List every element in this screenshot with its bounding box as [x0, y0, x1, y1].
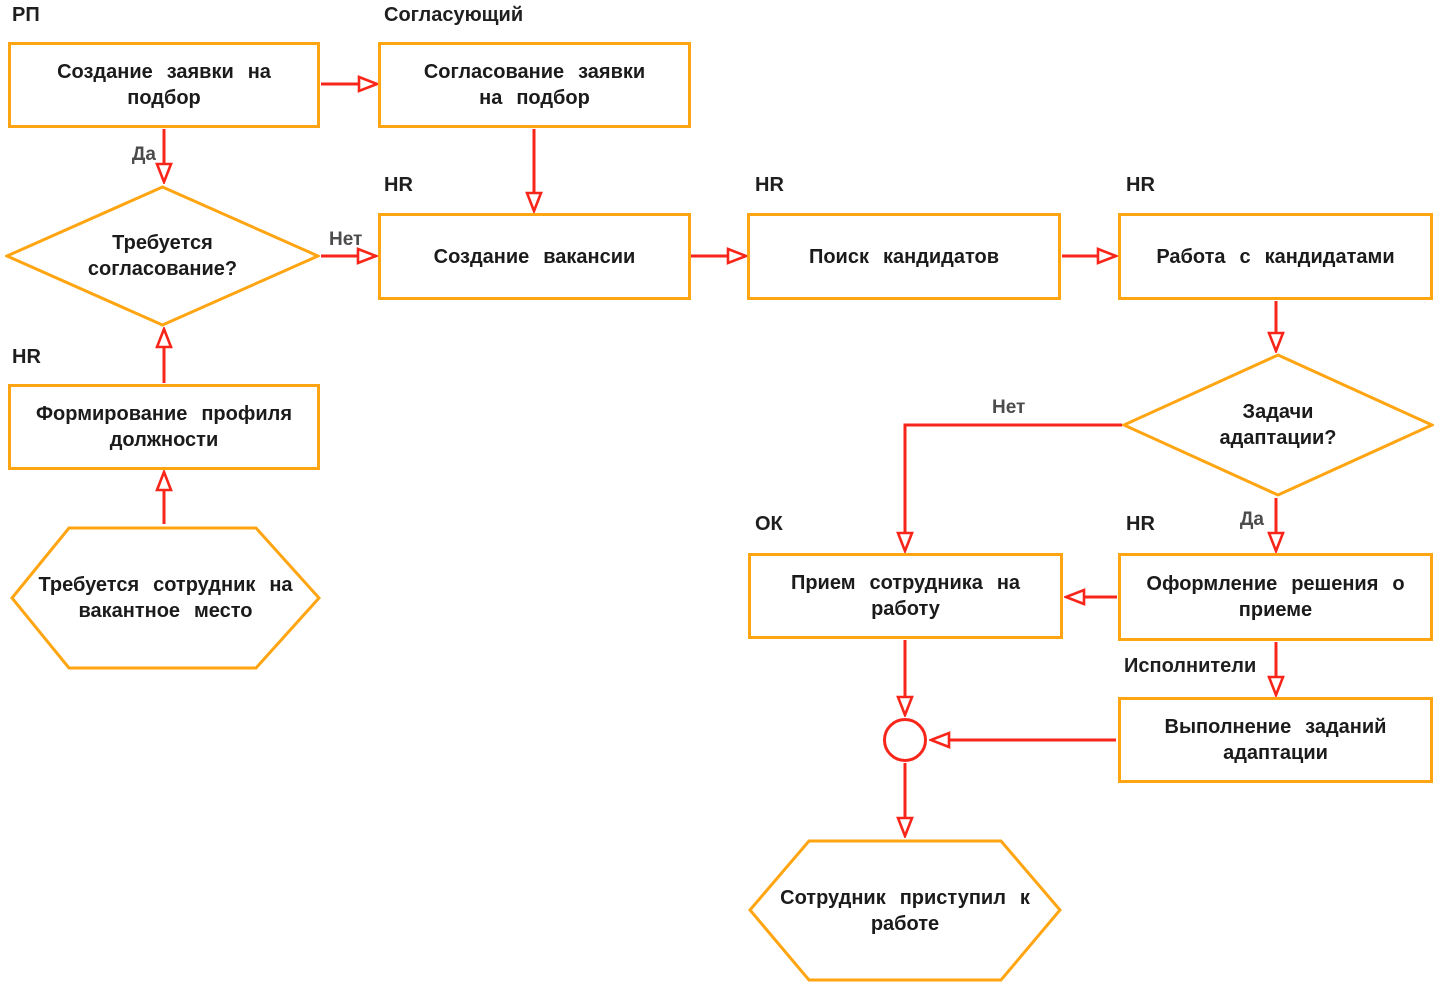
node-create-request: Создание заявки на подбор: [8, 42, 320, 128]
node-need-employee: Требуется сотрудник на вакантное место: [10, 526, 321, 670]
hexagon-shape: [10, 526, 321, 670]
role-label-approver: Согласующий: [384, 4, 524, 26]
node-approve-request-label: Согласование заявки на подбор: [423, 61, 646, 109]
node-create-request-label: Создание заявки на подбор: [57, 61, 271, 109]
role-label-hr-vacancy: HR: [384, 174, 413, 196]
node-search-candidates: Поиск кандидатов: [747, 213, 1061, 300]
node-work-candidates: Работа с кандидатами: [1118, 213, 1433, 300]
edge-label-no-adaptation: Нет: [992, 397, 1026, 418]
node-form-profile: Формирование профиля должности: [8, 384, 320, 470]
role-label-hr-work: HR: [1126, 174, 1155, 196]
role-label-executors: Исполнители: [1124, 655, 1257, 677]
node-employee-started: Сотрудник приступил к работе: [748, 839, 1062, 982]
role-label-hr-search: HR: [755, 174, 784, 196]
node-work-candidates-label: Работа с кандидатами: [1156, 245, 1395, 268]
edge-adaptation-tasks-to-hire-employee: [905, 423, 1122, 551]
node-approval-needed: Требуется согласование?: [5, 185, 320, 327]
node-approve-request: Согласование заявки на подбор: [378, 42, 691, 128]
edge-label-yes-adaptation: Да: [1239, 509, 1264, 530]
node-form-profile-label: Формирование профиля должности: [35, 403, 293, 451]
node-employee-started-label: Сотрудник приступил к работе: [780, 886, 1030, 935]
node-hire-employee: Прием сотрудника на работу: [748, 553, 1063, 639]
node-create-vacancy-label: Создание вакансии: [433, 245, 636, 268]
node-adaptation-tasks-label: Задачи адаптации?: [1219, 401, 1337, 449]
node-need-employee-label: Требуется сотрудник на вакантное место: [38, 574, 293, 622]
node-create-vacancy: Создание вакансии: [378, 213, 691, 300]
junction-connector-circle: [883, 718, 927, 762]
role-label-ok: ОК: [755, 513, 783, 535]
edge-label-no-approval: Нет: [329, 229, 363, 250]
node-adaptation-execution-label: Выполнение заданий адаптации: [1164, 716, 1387, 764]
node-adaptation-tasks: Задачи адаптации?: [1122, 353, 1434, 497]
node-adaptation-execution: Выполнение заданий адаптации: [1118, 697, 1433, 783]
role-label-hr-decision: HR: [1126, 513, 1155, 535]
diamond-shape: [5, 185, 320, 327]
node-hire-employee-label: Прием сотрудника на работу: [790, 572, 1021, 620]
hexagon-shape: [748, 839, 1062, 982]
node-hiring-decision-label: Оформление решения о приеме: [1146, 573, 1405, 621]
role-label-hr-profile: HR: [12, 346, 41, 368]
node-approval-needed-label: Требуется согласование?: [87, 232, 238, 280]
node-search-candidates-label: Поиск кандидатов: [808, 245, 1000, 268]
diamond-shape: [1122, 353, 1434, 497]
role-label-rp: РП: [12, 4, 40, 26]
edge-label-yes-approval: Да: [131, 144, 156, 165]
node-hiring-decision: Оформление решения о приеме: [1118, 553, 1433, 641]
